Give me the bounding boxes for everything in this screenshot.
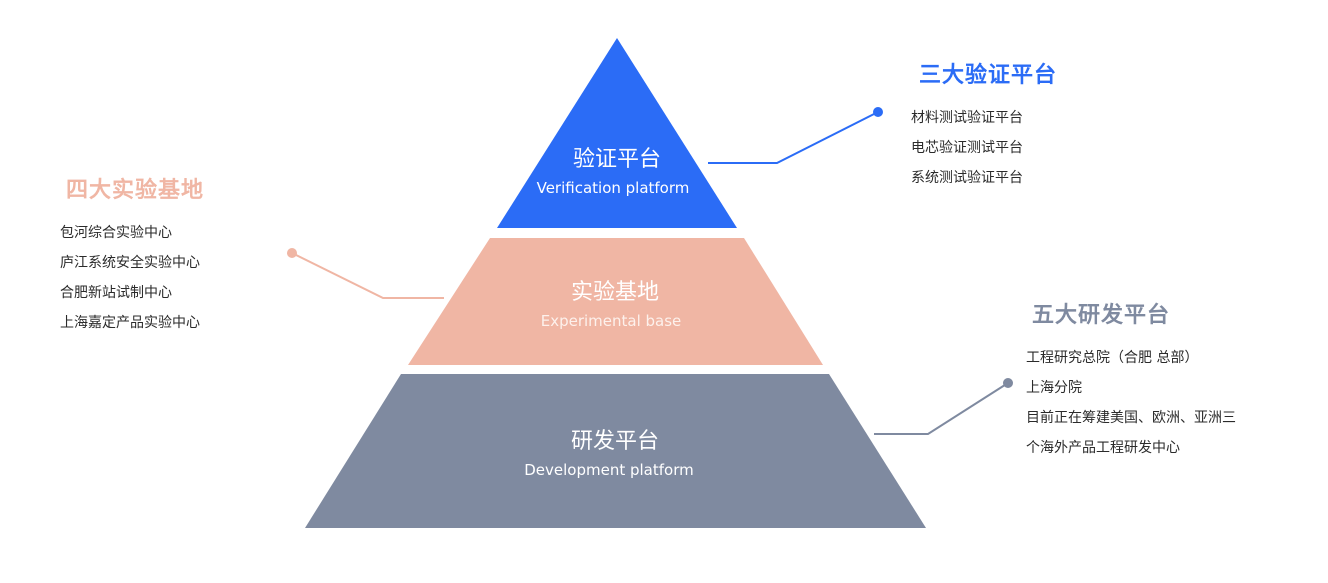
list-item: 合肥新站试制中心 [60, 285, 172, 301]
tier-experimental [408, 238, 823, 365]
tier-experimental-subtitle: Experimental base [541, 312, 682, 330]
list-item: 上海嘉定产品实验中心 [60, 315, 200, 331]
connector-experimental-dot [287, 248, 297, 258]
group-verification-list: 材料测试验证平台 电芯验证测试平台 系统测试验证平台 [911, 103, 1057, 193]
group-experimental: 四大实验基地 包河综合实验中心 庐江系统安全实验中心 合肥新站试制中心 上海嘉定… [60, 172, 204, 338]
connector-verification-dot [873, 107, 883, 117]
list-item: 个海外产品工程研发中心 [1026, 440, 1180, 456]
list-item: 工程研究总院（合肥 总部） [1026, 350, 1199, 366]
list-item: 目前正在筹建美国、欧洲、亚洲三 [1026, 410, 1236, 426]
connector-development [874, 382, 1009, 435]
connector-experimental [291, 252, 444, 299]
group-development: 五大研发平台 工程研究总院（合肥 总部） 上海分院 目前正在筹建美国、欧洲、亚洲… [1026, 297, 1236, 463]
group-development-title: 五大研发平台 [1032, 303, 1171, 328]
tier-verification-title: 验证平台 [573, 147, 661, 172]
tier-development [305, 374, 926, 528]
tier-verification [497, 38, 737, 228]
group-verification: 三大验证平台 材料测试验证平台 电芯验证测试平台 系统测试验证平台 [911, 57, 1057, 193]
group-development-list: 工程研究总院（合肥 总部） 上海分院 目前正在筹建美国、欧洲、亚洲三 个海外产品… [1026, 343, 1236, 463]
connector-verification [708, 111, 879, 164]
group-experimental-list: 包河综合实验中心 庐江系统安全实验中心 合肥新站试制中心 上海嘉定产品实验中心 [60, 218, 204, 338]
group-experimental-title: 四大实验基地 [66, 178, 205, 203]
list-item: 庐江系统安全实验中心 [60, 255, 200, 271]
tier-verification-subtitle: Verification platform [537, 179, 690, 197]
tier-experimental-title: 实验基地 [571, 280, 659, 305]
list-item: 材料测试验证平台 [911, 110, 1023, 126]
group-verification-title: 三大验证平台 [919, 63, 1058, 88]
connector-development-dot [1003, 378, 1013, 388]
list-item: 系统测试验证平台 [911, 170, 1023, 186]
tier-development-subtitle: Development platform [524, 461, 693, 479]
list-item: 包河综合实验中心 [60, 225, 172, 241]
list-item: 上海分院 [1026, 380, 1082, 396]
list-item: 电芯验证测试平台 [911, 140, 1023, 156]
tier-development-title: 研发平台 [571, 429, 659, 454]
